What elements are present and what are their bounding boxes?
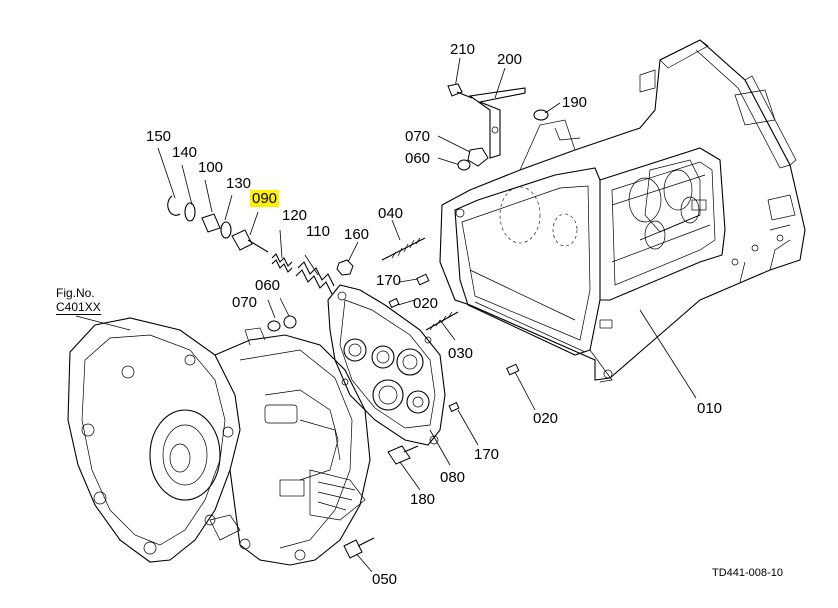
transmission-case-drawing [439,39,806,383]
figure-label-title: Fig.No. [56,286,95,300]
callout-110[interactable]: 110 [306,223,330,240]
callout-050[interactable]: 050 [372,571,398,588]
callout-080[interactable]: 080 [440,469,466,486]
callout-020-top[interactable]: 020 [413,295,439,312]
callout-070-top[interactable]: 070 [405,128,431,145]
callout-030[interactable]: 030 [448,345,474,362]
reference-code: TD441-008-10 [712,567,783,579]
callout-060-top[interactable]: 060 [405,150,431,167]
figure-code: C401XX [56,300,101,315]
callout-190[interactable]: 190 [562,94,588,111]
callout-090[interactable]: 090 [250,190,280,207]
figure-label: Fig.No. C401XX [56,286,101,315]
callout-170-bottom[interactable]: 170 [474,446,500,463]
callout-120[interactable]: 120 [282,207,308,224]
front-housing-drawing [67,317,371,566]
callout-140[interactable]: 140 [172,144,198,161]
small-parts [167,83,549,559]
callout-160[interactable]: 160 [344,226,370,243]
callout-180[interactable]: 180 [410,491,436,508]
callout-200[interactable]: 200 [497,51,523,68]
callout-070-left[interactable]: 070 [232,294,258,311]
callout-150[interactable]: 150 [146,128,172,145]
callout-020-bottom[interactable]: 020 [533,410,559,427]
callout-100[interactable]: 100 [198,159,224,176]
callout-210[interactable]: 210 [450,41,476,58]
leader-lines [75,57,697,573]
callout-130[interactable]: 130 [226,175,252,192]
callout-060-left[interactable]: 060 [255,277,281,294]
callout-040[interactable]: 040 [378,205,404,222]
callout-090-highlight: 090 [250,190,280,207]
callout-170-top[interactable]: 170 [376,272,402,289]
callout-010[interactable]: 010 [697,400,723,417]
cover-plate-drawing [327,284,446,446]
